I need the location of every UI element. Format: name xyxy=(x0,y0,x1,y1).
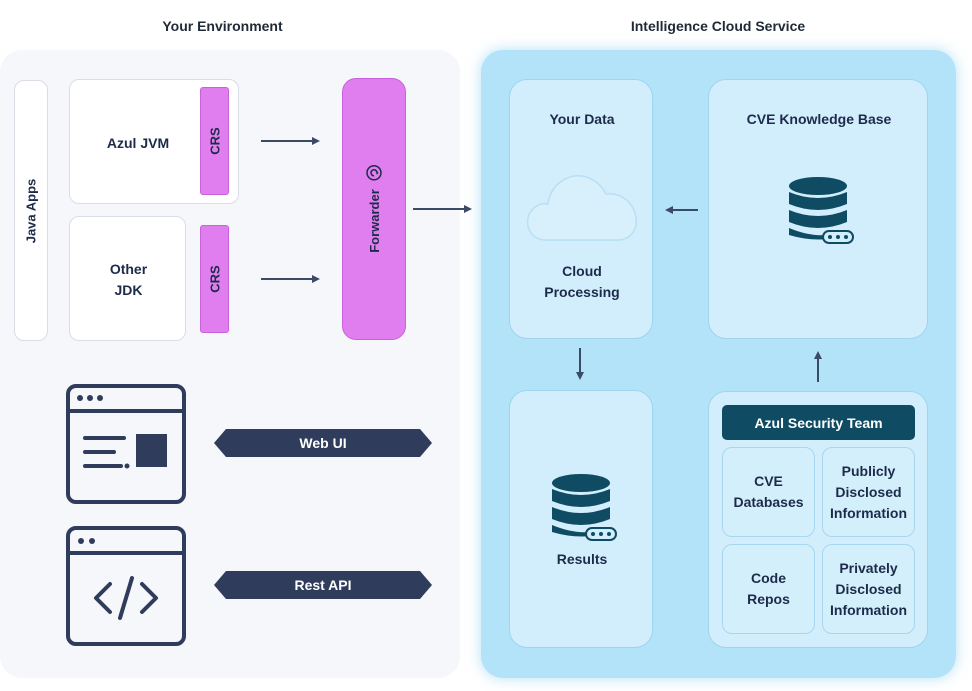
code-window-icon xyxy=(66,526,186,646)
forwarder-content: Forwarder xyxy=(366,165,382,253)
your-data-card: Your Data Cloud Processing xyxy=(509,79,653,339)
cloud-icon xyxy=(526,175,637,241)
source-publicly-disclosed: Publicly Disclosed Information xyxy=(822,447,915,537)
your-environment-title: Your Environment xyxy=(162,18,283,34)
your-data-title: Your Data xyxy=(549,111,615,127)
crs-label: CRS xyxy=(207,127,222,155)
cve-kb-title: CVE Knowledge Base xyxy=(746,111,892,127)
database-icon xyxy=(789,177,854,244)
database-icon xyxy=(552,474,617,541)
arrow-head xyxy=(464,205,472,213)
web-ui-banner[interactable] xyxy=(214,429,432,457)
other-jdk-box: Other JDK xyxy=(69,216,186,341)
source-privately-disclosed: Privately Disclosed Information xyxy=(822,544,915,634)
crs-box-other: CRS xyxy=(200,225,229,333)
browser-window-icon xyxy=(66,384,186,504)
web-ui-label: Web UI xyxy=(299,435,347,451)
other-jdk-label: Other JDK xyxy=(109,261,148,298)
azul-jvm-label: Azul JVM xyxy=(106,135,170,151)
source-code-repos: Code Repos xyxy=(722,544,815,634)
crs-box-azul: CRS xyxy=(200,87,229,195)
security-team-card: Azul Security Team CVE Databases Publicl… xyxy=(708,391,928,648)
forwarder-box: Forwarder xyxy=(342,78,406,340)
source-cve-databases: CVE Databases xyxy=(722,447,815,537)
results-label: Results xyxy=(556,551,608,567)
forwarder-label: Forwarder xyxy=(366,189,382,253)
java-apps-label: Java Apps xyxy=(23,178,39,243)
cve-knowledge-base-card: CVE Knowledge Base xyxy=(708,79,928,339)
forwarder-icon xyxy=(366,165,382,181)
results-card: Results xyxy=(509,390,653,648)
rest-api-banner[interactable] xyxy=(214,571,432,599)
rest-api-label: Rest API xyxy=(294,577,352,593)
java-apps-box: Java Apps xyxy=(14,80,48,341)
cloud-processing-label: Cloud Processing xyxy=(544,263,620,300)
security-team-header: Azul Security Team xyxy=(722,405,915,440)
crs-label: CRS xyxy=(207,265,222,293)
intelligence-cloud-title: Intelligence Cloud Service xyxy=(630,18,806,34)
